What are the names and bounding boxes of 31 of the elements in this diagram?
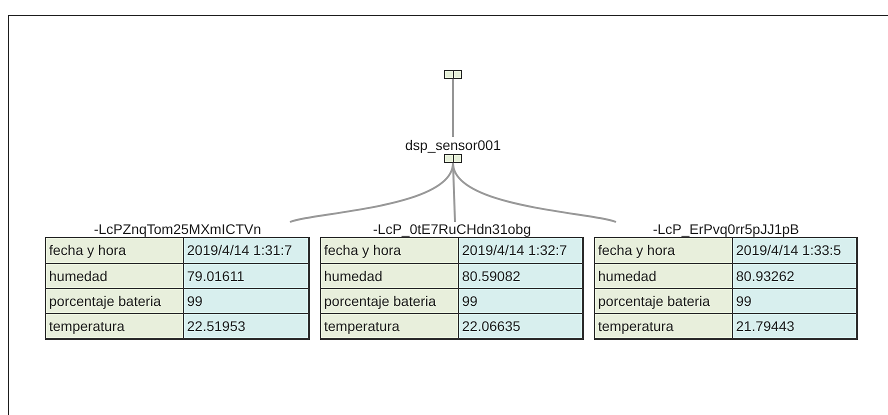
connector-line [452,162,616,223]
table-title: -LcP_0tE7RuCHdn31obg [372,222,532,237]
field-value: 22.51953 [183,313,308,338]
field-value: 99 [183,288,308,313]
node-label: dsp_sensor001 [404,137,502,153]
field-name: porcentaje bateria [46,288,183,313]
field-value: 21.79443 [732,313,856,338]
field-value: 99 [732,288,856,313]
connector-line [452,79,454,137]
field-value: 2019/4/14 1:33:5 [732,238,856,263]
field-name: porcentaje bateria [595,288,732,313]
field-name: porcentaje bateria [321,288,458,313]
field-name: fecha y hora [595,238,732,263]
field-value: 99 [458,288,582,313]
table-title: -LcP_ErPvq0rr5pJJ1pB [652,222,800,237]
field-value: 80.59082 [458,263,582,288]
field-name: fecha y hora [46,238,183,263]
field-value: 22.06635 [458,313,582,338]
field-value: 2019/4/14 1:31:7 [183,238,308,263]
field-name: humedad [46,263,183,288]
field-name: humedad [595,263,732,288]
field-name: humedad [321,263,458,288]
field-value: 79.01611 [183,263,308,288]
field-value: 2019/4/14 1:32:7 [458,238,582,263]
field-name: temperatura [595,313,732,338]
field-name: temperatura [321,313,458,338]
table-title: -LcPZnqTom25MXmICTVn [92,222,262,237]
field-value: 80.93262 [732,263,856,288]
port-box [444,70,462,79]
field-name: fecha y hora [321,238,458,263]
field-name: temperatura [46,313,183,338]
